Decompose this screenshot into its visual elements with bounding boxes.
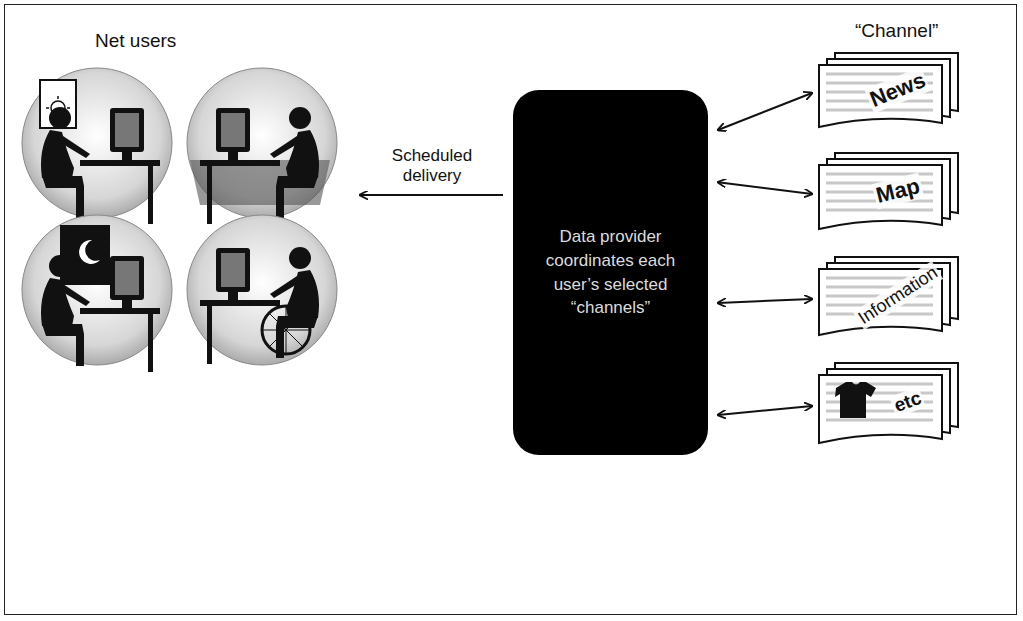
connector-arrow [718,93,812,130]
page-sheet [819,375,942,443]
provider-text: Data provider coordinates each user’s se… [541,225,681,320]
tshirt-icon [835,382,876,418]
channel-stack: News [818,52,963,134]
connector-arrow [718,406,812,415]
page-print [826,419,933,422]
group-heading: Net users [95,30,176,52]
page-sheet [819,165,942,229]
connector-arrow [718,182,812,194]
channel-stack: etc [818,362,963,450]
connector-arrow [360,194,503,196]
channel-heading: “Channel” [855,20,938,42]
page-stack-shape [818,362,963,450]
page-sheet [819,65,942,127]
channel-stack: Information [818,256,963,342]
edge-label: Scheduled delivery [382,146,482,187]
users-group: Net users [15,30,350,370]
channel-stack: Map [818,152,963,236]
provider-box: Data provider coordinates each user’s se… [513,90,708,455]
connector-arrow [718,299,812,303]
